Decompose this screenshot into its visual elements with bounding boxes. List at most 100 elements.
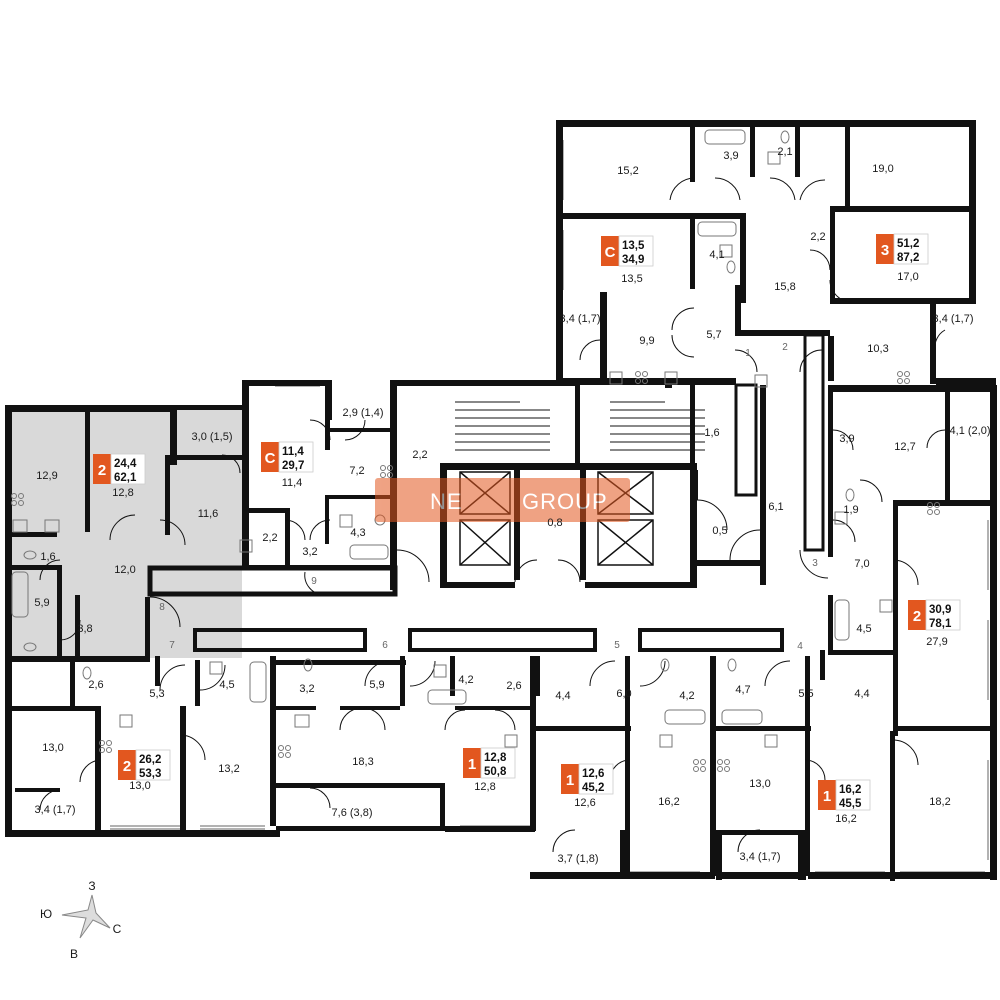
room-area: 4,5 — [219, 679, 234, 691]
room-area: 3,8 — [77, 623, 92, 635]
room-area: 6,0 — [616, 688, 631, 700]
room-area: 3,4 (1,7) — [560, 313, 601, 325]
room-area: 2,6 — [88, 679, 103, 691]
badge-living: 13,5 — [622, 240, 645, 252]
compass-rose-icon — [61, 894, 111, 939]
room-area: 2,2 — [412, 449, 427, 461]
badge-type: 3 — [881, 242, 889, 259]
entrance-number: 5 — [614, 640, 620, 651]
badge-total: 29,7 — [282, 460, 304, 472]
apartment-badge[interactable]: 2 26,2 53,3 — [118, 749, 171, 781]
door-swings — [39, 177, 946, 853]
badge-type: 2 — [913, 608, 921, 625]
stoves — [11, 371, 940, 772]
room-area: 15,8 — [774, 281, 795, 293]
watermark: NE GROUP — [375, 478, 630, 522]
badge-type: 2 — [98, 462, 106, 479]
badge-type: 1 — [566, 772, 574, 789]
apartment-badge[interactable]: 1 12,6 45,2 — [561, 763, 614, 795]
compass-west: Ю — [40, 907, 52, 921]
room-areas: 15,2 3,9 2,1 19,0 4,1 13,5 2,2 15,8 17,0… — [34, 146, 990, 865]
badge-total: 78,1 — [929, 618, 952, 630]
bathtubs — [11, 129, 850, 725]
apartment-badge[interactable]: 1 16,2 45,5 — [818, 779, 871, 811]
room-area: 7,2 — [349, 465, 364, 477]
room-area: 13,0 — [129, 780, 150, 792]
room-area: 27,9 — [926, 636, 947, 648]
compass: З Ю С В — [40, 879, 122, 961]
compass-north: З — [88, 879, 95, 893]
room-area: 19,0 — [872, 163, 893, 175]
room-area: 5,7 — [706, 329, 721, 341]
room-area: 7,0 — [854, 558, 869, 570]
room-area: 12,8 — [474, 781, 495, 793]
room-area: 18,3 — [352, 756, 373, 768]
entrance-number: 1 — [745, 348, 751, 359]
room-area: 3,0 (1,5) — [192, 431, 233, 443]
room-area: 4,5 — [856, 623, 871, 635]
room-area: 2,9 (1,4) — [343, 407, 384, 419]
room-area: 0,5 — [712, 525, 727, 537]
compass-east: С — [113, 922, 122, 936]
badge-total: 45,2 — [582, 782, 604, 794]
apartment-badge[interactable]: 2 24,4 62,1 — [93, 453, 146, 485]
room-area: 12,7 — [894, 441, 915, 453]
entrance-number: 6 — [382, 640, 388, 651]
room-area: 17,0 — [897, 271, 918, 283]
room-area: 4,7 — [735, 684, 750, 696]
badge-living: 24,4 — [114, 458, 137, 470]
badge-total: 87,2 — [897, 252, 919, 264]
room-area: 3,2 — [299, 683, 314, 695]
room-area: 9,9 — [639, 335, 654, 347]
room-area: 0,8 — [547, 517, 562, 529]
room-area: 1,6 — [40, 551, 55, 563]
room-area: 12,6 — [574, 797, 595, 809]
room-area: 5,3 — [149, 688, 164, 700]
room-area: 13,0 — [749, 778, 770, 790]
compass-south: В — [70, 947, 78, 961]
badge-living: 26,2 — [139, 754, 161, 766]
entrance-number: 9 — [311, 576, 317, 587]
badge-living: 51,2 — [897, 238, 919, 250]
badge-living: 16,2 — [839, 784, 861, 796]
apartment-badge[interactable]: 3 51,2 87,2 — [876, 233, 929, 265]
walls — [5, 120, 997, 881]
room-area: 4,4 — [854, 688, 869, 700]
badge-total: 50,8 — [484, 766, 507, 778]
watermark-right: GROUP — [522, 489, 608, 514]
room-area: 13,2 — [218, 763, 239, 775]
room-area: 12,9 — [36, 470, 57, 482]
badge-type: 2 — [123, 758, 131, 775]
badge-type: 1 — [468, 756, 476, 773]
badge-living: 30,9 — [929, 604, 951, 616]
entrance-number: 4 — [797, 641, 803, 652]
room-area: 4,2 — [679, 690, 694, 702]
badge-type: 1 — [823, 788, 831, 805]
badge-living: 12,8 — [484, 752, 507, 764]
apartment-badge[interactable]: 2 30,9 78,1 — [908, 599, 961, 631]
apartment-badge[interactable]: С 13,5 34,9 — [601, 235, 654, 267]
badge-total: 45,5 — [839, 798, 862, 810]
room-area: 5,9 — [369, 679, 384, 691]
room-area: 2,2 — [262, 532, 277, 544]
room-area: 4,2 — [458, 674, 473, 686]
watermark-left: NE — [430, 489, 463, 514]
room-area: 3,9 — [839, 433, 854, 445]
room-area: 2,6 — [506, 680, 521, 692]
room-area: 3,2 — [302, 546, 317, 558]
badge-living: 12,6 — [582, 768, 604, 780]
room-area: 4,1 (2,0) — [950, 425, 991, 437]
room-area: 11,4 — [282, 477, 303, 489]
entrance-number: 7 — [169, 640, 175, 651]
room-area: 3,7 (1,8) — [558, 853, 599, 865]
apartment-badge[interactable]: С 11,4 29,7 — [261, 441, 314, 473]
room-area: 5,9 — [34, 597, 49, 609]
room-area: 16,2 — [658, 796, 679, 808]
stairs — [455, 401, 705, 451]
apartment-badge[interactable]: 1 12,8 50,8 — [463, 747, 516, 779]
room-area: 4,3 — [350, 527, 365, 539]
room-area: 4,4 — [555, 690, 570, 702]
entrance-number: 3 — [812, 558, 818, 569]
room-area: 15,2 — [617, 165, 638, 177]
